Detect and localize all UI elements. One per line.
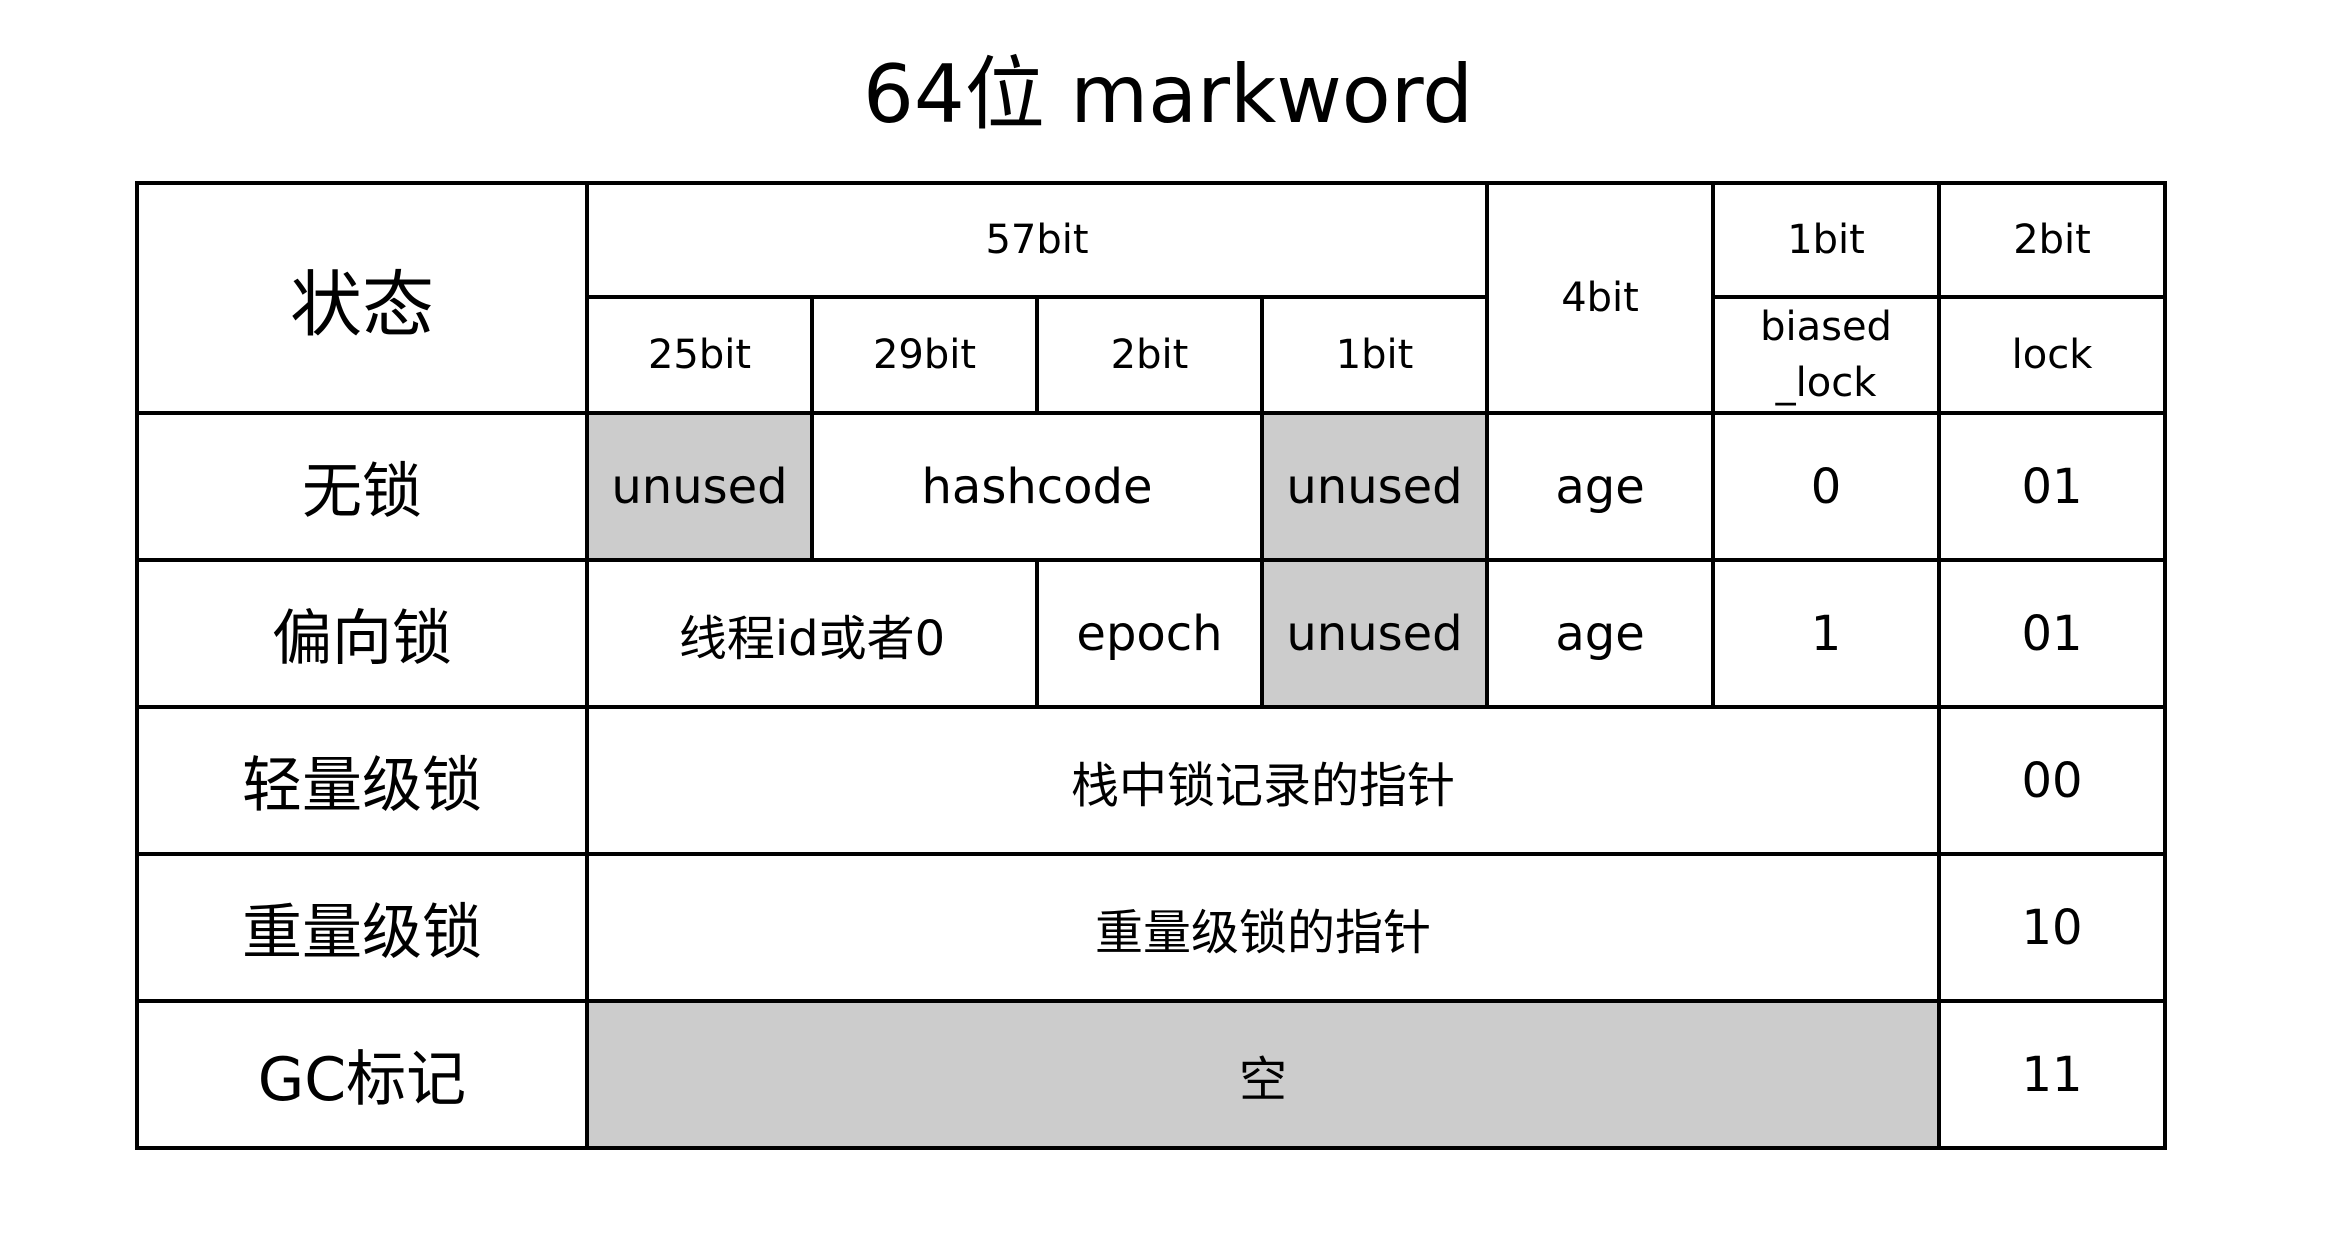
cell-biased-flag: 0: [1711, 411, 1942, 562]
diagram-title: 64位 markword: [862, 48, 1474, 141]
header-biased-lock: biased_lock: [1711, 295, 1942, 415]
header-4bit: 4bit: [1485, 181, 1716, 415]
biased-lock-label: biased_lock: [1760, 304, 1892, 406]
header-29bit: 29bit: [810, 295, 1039, 415]
cell-biased-flag: 1: [1711, 558, 1942, 709]
row-lightweight: 轻量级锁 栈中锁记录的指针 00: [135, 705, 2168, 856]
header-row-1: 状态 57bit 4bit 1bit 2bit: [135, 181, 2168, 415]
row-gc: GC标记 空 11: [135, 999, 2168, 1150]
header-row-2: 25bit 29bit 2bit 1bit biased_lock lock: [137, 295, 2168, 415]
header-1bit: 1bit: [1259, 295, 1490, 415]
cell-unused: unused: [1259, 558, 1490, 709]
state-heavyweight: 重量级锁: [135, 852, 589, 1003]
cell-hashcode: hashcode: [810, 411, 1264, 562]
state-lightweight: 轻量级锁: [135, 705, 589, 856]
cell-unused: unused: [1259, 411, 1490, 562]
header-25bit: 25bit: [585, 295, 814, 415]
state-unlocked: 无锁: [135, 411, 589, 562]
cell-unused: unused: [585, 411, 814, 562]
row-unlocked: 无锁 unused hashcode unused age 0 01: [135, 411, 2168, 562]
cell-lock-bits: 10: [1937, 852, 2168, 1003]
cell-age: age: [1485, 411, 1716, 562]
cell-lock-bits: 11: [1937, 999, 2168, 1150]
state-gc: GC标记: [135, 999, 589, 1150]
cell-lock-bits: 01: [1937, 558, 2168, 709]
cell-lock-bits: 01: [1937, 411, 2168, 562]
cell-monitor-pointer: 重量级锁的指针: [584, 852, 1942, 1003]
header-2bit-top: 2bit: [1937, 181, 2168, 299]
cell-epoch: epoch: [1035, 558, 1264, 709]
header-1bit-top: 1bit: [1711, 181, 1942, 299]
header-57bit: 57bit: [584, 181, 1490, 299]
row-biased: 偏向锁 线程id或者0 epoch unused age 1 01: [135, 558, 2168, 709]
cell-thread-id: 线程id或者0: [585, 558, 1039, 709]
cell-lock-bits: 00: [1937, 705, 2168, 856]
header-2bit: 2bit: [1035, 295, 1264, 415]
cell-age: age: [1485, 558, 1716, 709]
state-biased: 偏向锁: [135, 558, 589, 709]
cell-lock-record-pointer: 栈中锁记录的指针: [584, 705, 1942, 856]
header-lock: lock: [1937, 295, 2168, 415]
markword-table: 状态 57bit 4bit 1bit 2bit 25bit 29bit 2bit…: [135, 181, 2168, 1150]
row-heavyweight: 重量级锁 重量级锁的指针 10: [135, 852, 2168, 1003]
cell-empty: 空: [584, 999, 1942, 1150]
state-header: 状态: [135, 181, 589, 415]
